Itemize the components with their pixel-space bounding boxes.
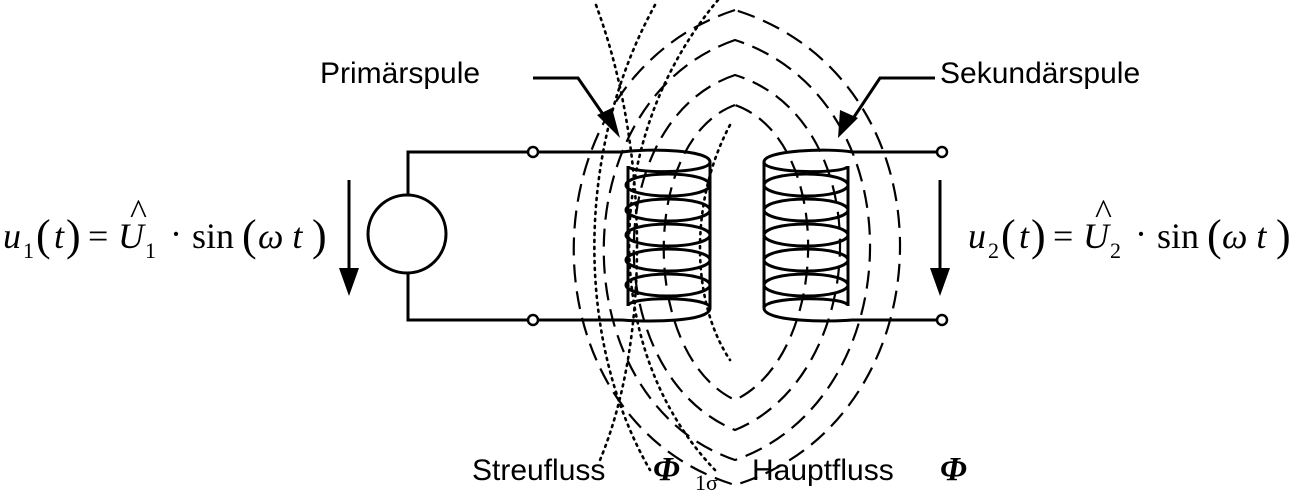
u2-arrow [930, 180, 950, 296]
svg-text:): ) [1031, 211, 1046, 260]
svg-text:sin: sin [192, 216, 234, 256]
svg-text:): ) [1276, 211, 1291, 260]
svg-text:u: u [968, 216, 986, 256]
main-flux-caption: Hauptfluss Φ [752, 451, 967, 488]
primary-coil [621, 148, 712, 323]
svg-text:2: 2 [988, 238, 999, 263]
primary-circuit [366, 145, 622, 327]
svg-text:(: ( [36, 211, 51, 260]
secondary-callout-arrow [838, 76, 935, 138]
svg-text:U: U [118, 216, 146, 256]
svg-text:ω t: ω t [258, 216, 303, 256]
primary-callout-arrow [533, 76, 620, 138]
secondary-coil [762, 148, 853, 323]
leakage-flux-symbol: Φ [653, 451, 680, 488]
u1-arrow [339, 180, 359, 296]
svg-text:2: 2 [1110, 238, 1121, 263]
secondary-circuit [852, 145, 949, 327]
leakage-flux-subscript: 1σ [695, 470, 718, 495]
svg-text:^: ^ [1095, 192, 1112, 232]
leakage-flux-lines [593, 0, 732, 472]
svg-text:=: = [88, 216, 108, 256]
svg-text:=: = [1053, 216, 1073, 256]
main-flux-symbol: Φ [940, 451, 967, 488]
primary-terminal-bottom [526, 313, 540, 327]
svg-text:u: u [3, 216, 21, 256]
svg-text:·: · [170, 214, 182, 254]
svg-text:ω t: ω t [1222, 216, 1267, 256]
svg-text:): ) [66, 211, 81, 260]
svg-text:1: 1 [23, 238, 34, 263]
equation-u2: u 2 ( t ) = U ^ 2 · sin ( ω t ) [968, 192, 1291, 263]
svg-text:^: ^ [130, 192, 147, 232]
equation-u1: u 1 ( t ) = U ^ 1 · sin ( ω t ) [3, 192, 327, 263]
svg-text:): ) [312, 211, 327, 260]
svg-text:(: ( [1001, 211, 1016, 260]
leakage-flux-label: Streufluss [472, 454, 605, 487]
svg-text:(: ( [1207, 211, 1222, 260]
secondary-coil-label: Sekundärspule [940, 57, 1140, 90]
secondary-terminal-bottom [935, 313, 949, 327]
primary-coil-label: Primärspule [320, 57, 480, 90]
svg-text:t: t [54, 216, 65, 256]
svg-text:U: U [1083, 216, 1111, 256]
svg-text:sin: sin [1157, 216, 1199, 256]
main-flux-label: Hauptfluss [752, 454, 894, 487]
svg-text:t: t [1019, 216, 1030, 256]
svg-text:(: ( [242, 211, 257, 260]
voltage-source [366, 193, 448, 275]
secondary-terminal-top [935, 145, 949, 159]
svg-text:·: · [1135, 214, 1147, 254]
primary-terminal-top [526, 145, 540, 159]
svg-text:1: 1 [145, 238, 156, 263]
leakage-flux-caption: Streufluss Φ 1σ [472, 451, 718, 495]
